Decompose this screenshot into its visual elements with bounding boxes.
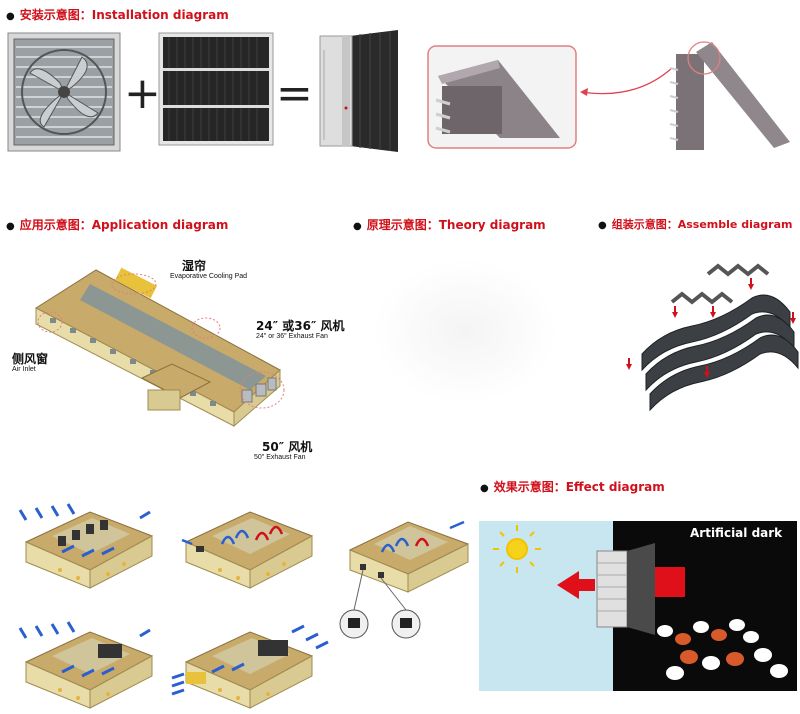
ventilation-mode-4-image: [171, 624, 329, 709]
bullet-icon: ●: [598, 220, 607, 231]
plus-sign: +: [124, 68, 161, 119]
barn-application-image: [35, 267, 285, 428]
pointer-arrow: [580, 67, 673, 96]
mounting-detail-image: [427, 45, 577, 149]
exhaust-fan-label-en: 24″ or 36″ Exhaust Fan: [256, 333, 328, 340]
effect-diagram-image: [479, 521, 797, 691]
theory-heading: ●原理示意图：Theory diagram: [353, 218, 546, 232]
heater-mode-image: [339, 520, 470, 639]
equals-sign: =: [276, 68, 313, 119]
effect-heading: ●效果示意图：Effect diagram: [480, 480, 665, 494]
cooling-pad-label-zh: 湿帘: [182, 259, 207, 273]
bullet-icon: ●: [6, 221, 15, 232]
ventilation-mode-3-image: [18, 621, 154, 709]
combined-unit-image: [319, 30, 398, 152]
air-inlet-label-en: Air Inlet: [12, 366, 36, 373]
ventilation-mode-1-image: [18, 503, 154, 589]
ventilation-mode-2-image: [181, 511, 314, 589]
theory-diagram-image: [373, 259, 557, 403]
fan-50-label-en: 50″ Exhaust Fan: [254, 454, 306, 461]
installation-heading: ●安装示意图：Installation diagram: [6, 8, 229, 22]
exhaust-fan-label-zh: 24″ 或36″ 风机: [256, 319, 345, 333]
cooling-pad-image: [158, 32, 274, 146]
air-inlet-label-zh: 侧风窗: [12, 352, 49, 366]
bullet-icon: ●: [353, 221, 362, 232]
side-view-image: [669, 41, 790, 150]
bullet-icon: ●: [6, 11, 15, 22]
assemble-heading: ●组装示意图：Assemble diagram: [598, 218, 793, 231]
sun-icon: [493, 525, 541, 573]
fan-50-label-zh: 50″ 风机: [262, 440, 313, 454]
bullet-icon: ●: [480, 483, 489, 494]
application-heading: ●应用示意图：Application diagram: [6, 218, 229, 232]
exhaust-fan-image: [7, 32, 121, 152]
artificial-dark-label: Artificial dark: [690, 526, 783, 540]
cooling-pad-label-en: Evaporative Cooling Pad: [170, 273, 248, 280]
assemble-diagram-image: [626, 263, 799, 412]
